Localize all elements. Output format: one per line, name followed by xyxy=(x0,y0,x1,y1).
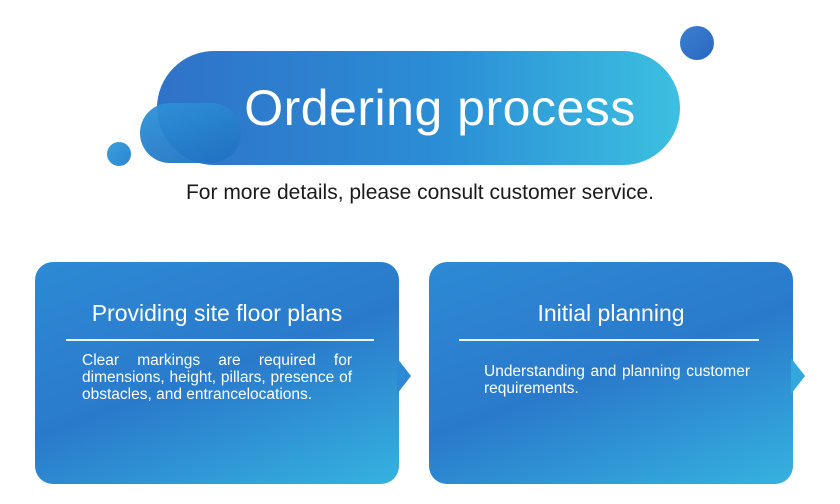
divider xyxy=(66,339,374,341)
title-banner xyxy=(157,51,680,165)
card-arrow-notch xyxy=(397,358,411,394)
step-description: Clear markings are required for dimensio… xyxy=(82,352,352,403)
decorative-dot xyxy=(680,26,714,60)
step-card-floor-plans: Providing site floor plans Clear marking… xyxy=(35,262,411,484)
step-description: Understanding and planning customer requ… xyxy=(484,363,750,397)
page-subtitle: For more details, please consult custome… xyxy=(185,181,655,204)
decorative-circle xyxy=(140,103,241,163)
step-heading: Providing site floor plans xyxy=(91,300,343,326)
step-card-initial-planning: Initial planning Understanding and plann… xyxy=(429,262,805,484)
step-heading: Initial planning xyxy=(537,300,685,326)
divider xyxy=(459,339,759,341)
page-title: Ordering process xyxy=(244,80,636,136)
decorative-dot-small xyxy=(107,142,131,166)
card-arrow-notch xyxy=(791,358,805,394)
